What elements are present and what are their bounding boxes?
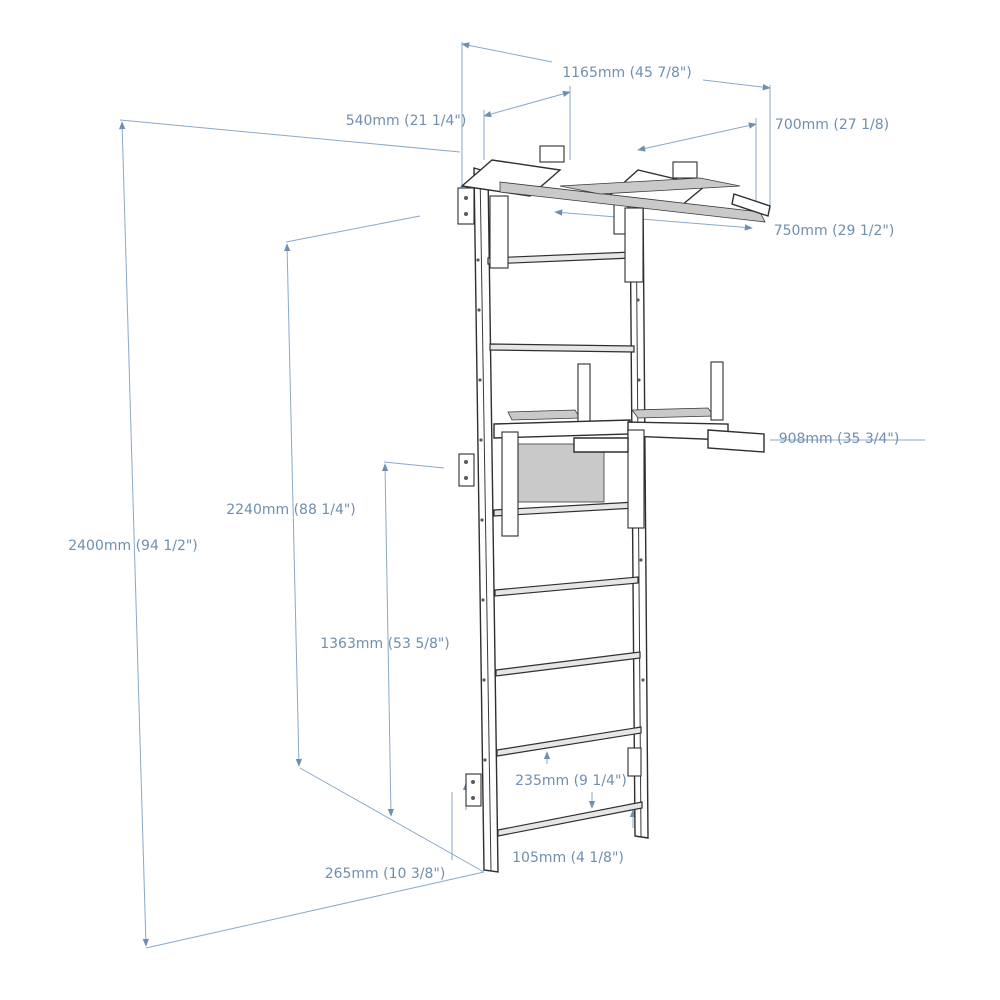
dip-handle bbox=[707, 429, 765, 453]
pull-up-grip bbox=[731, 193, 771, 217]
dip-vertical-left bbox=[501, 431, 519, 537]
pull-up-vertical-left bbox=[489, 195, 509, 269]
pull-up-top-bar bbox=[559, 177, 741, 195]
dimension-line-750 bbox=[554, 209, 753, 231]
left-upright bbox=[473, 167, 499, 873]
label-pullup-width: 700mm (27 1/8) bbox=[775, 117, 889, 133]
label-bracket-height: 265mm (10 3/8") bbox=[325, 866, 446, 882]
dimension-labels: 1165mm (45 7/8") 540mm (21 1/4") 700mm (… bbox=[68, 65, 899, 882]
extension-line bbox=[119, 119, 461, 153]
label-dip-height: 1363mm (53 5/8") bbox=[320, 636, 450, 652]
label-bottom-rung: 105mm (4 1/8") bbox=[512, 850, 624, 866]
dimension-line-540 bbox=[483, 90, 571, 118]
rung bbox=[495, 651, 641, 677]
dip-vertical-right bbox=[627, 429, 645, 529]
wall-bars-structure bbox=[457, 145, 771, 873]
label-total-height: 2400mm (94 1/2") bbox=[68, 538, 198, 554]
pull-up-vertical-right bbox=[624, 207, 644, 283]
dip-post-right bbox=[710, 361, 724, 421]
label-dip-width: 908mm (35 3/4") bbox=[779, 431, 900, 447]
dimension-line-2240 bbox=[283, 243, 303, 767]
extension-line bbox=[299, 767, 485, 873]
label-pullup-height: 2240mm (88 1/4") bbox=[226, 502, 356, 518]
wall-mount-block bbox=[672, 161, 698, 179]
dimension-line-2400 bbox=[119, 121, 149, 947]
rung bbox=[496, 726, 642, 757]
dimension-line-1363 bbox=[381, 463, 395, 817]
top-wall-bracket bbox=[457, 187, 475, 225]
extension-line bbox=[145, 871, 485, 949]
dip-pad-left bbox=[507, 409, 581, 421]
dimension-line-1165-right bbox=[702, 79, 771, 91]
dip-station bbox=[493, 361, 765, 537]
dip-pad-right bbox=[631, 407, 715, 419]
label-total-depth: 1165mm (45 7/8") bbox=[562, 65, 692, 81]
upright-holes bbox=[476, 258, 645, 762]
rungs bbox=[487, 251, 643, 837]
middle-wall-bracket bbox=[458, 453, 475, 487]
bottom-wall-bracket-right bbox=[627, 747, 642, 777]
label-bar-spacing: 750mm (29 1/2") bbox=[774, 223, 895, 239]
dip-post-left bbox=[577, 363, 591, 425]
dip-back-panel bbox=[515, 443, 605, 503]
rung bbox=[489, 343, 635, 353]
wall-mount-block bbox=[539, 145, 565, 163]
dimension-lines bbox=[119, 42, 925, 949]
extension-line bbox=[285, 215, 421, 243]
label-rung-spacing: 235mm (9 1/4") bbox=[515, 773, 627, 789]
bottom-wall-bracket bbox=[465, 773, 482, 807]
pull-up-bar bbox=[460, 145, 771, 283]
dimension-line-1165-left bbox=[461, 42, 553, 63]
rung bbox=[494, 576, 639, 597]
rung bbox=[487, 251, 633, 265]
extension-line bbox=[383, 461, 445, 469]
dip-cylinder bbox=[573, 437, 629, 453]
dimension-line-700 bbox=[637, 122, 757, 152]
rung bbox=[497, 801, 643, 837]
label-bracket-depth: 540mm (21 1/4") bbox=[346, 113, 467, 129]
pull-up-crossbar bbox=[499, 181, 766, 223]
